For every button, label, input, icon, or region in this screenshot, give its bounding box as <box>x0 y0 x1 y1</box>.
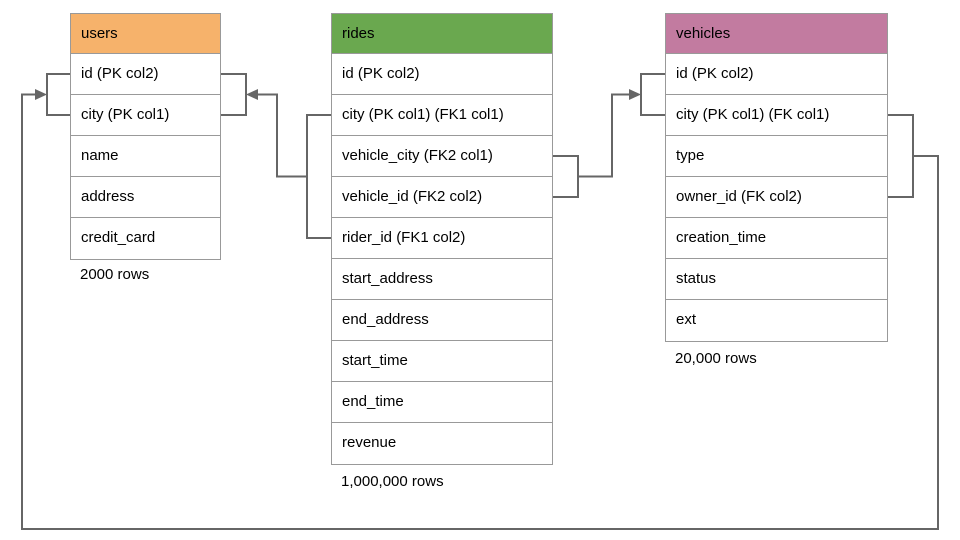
table-row: start_time <box>332 341 552 382</box>
table-row: id (PK col2) <box>71 54 220 95</box>
table-row: type <box>666 136 887 177</box>
fk2-link-line <box>578 93 636 178</box>
table-rides: rides id (PK col2) city (PK col1) (FK1 c… <box>331 13 553 465</box>
row-count-rides: 1,000,000 rows <box>341 473 444 490</box>
table-row: vehicle_id (FK2 col2) <box>332 177 552 218</box>
table-row: revenue <box>332 423 552 464</box>
table-row: creation_time <box>666 218 887 259</box>
fk1-link-line <box>251 93 307 178</box>
table-row: status <box>666 259 887 300</box>
table-users: users id (PK col2) city (PK col1) name a… <box>70 13 221 260</box>
users-right-bracket <box>221 73 247 116</box>
arrowhead-to-vehicles-left <box>629 89 641 100</box>
table-row: credit_card <box>71 218 220 259</box>
table-row: city (PK col1) <box>71 95 220 136</box>
vehicles-right-bracket <box>888 114 914 198</box>
fk2-connector-rides-to-vehicles <box>553 73 665 198</box>
row-count-vehicles: 20,000 rows <box>675 350 757 367</box>
table-row: owner_id (FK col2) <box>666 177 887 218</box>
table-row: city (PK col1) (FK col1) <box>666 95 887 136</box>
table-row: end_time <box>332 382 552 423</box>
rides-right-bracket <box>553 155 579 198</box>
table-row: name <box>71 136 220 177</box>
arrowhead-to-users-right <box>246 89 258 100</box>
table-header-vehicles: vehicles <box>666 14 887 54</box>
table-header-users: users <box>71 14 220 54</box>
table-row: address <box>71 177 220 218</box>
table-vehicles: vehicles id (PK col2) city (PK col1) (FK… <box>665 13 888 342</box>
table-row: vehicle_city (FK2 col1) <box>332 136 552 177</box>
table-header-rides: rides <box>332 14 552 54</box>
table-row: id (PK col2) <box>666 54 887 95</box>
fk1-connector-rides-to-users <box>221 73 331 239</box>
fk-connector-vehicles-to-users <box>21 73 939 530</box>
table-row: id (PK col2) <box>332 54 552 95</box>
users-left-bracket <box>46 73 70 116</box>
fk-link-line <box>21 93 939 530</box>
row-count-users: 2000 rows <box>80 266 150 283</box>
table-row: start_address <box>332 259 552 300</box>
vehicles-left-bracket <box>640 73 665 116</box>
table-row: ext <box>666 300 887 341</box>
rides-left-bracket <box>306 114 331 239</box>
table-row: end_address <box>332 300 552 341</box>
table-row: rider_id (FK1 col2) <box>332 218 552 259</box>
table-row: city (PK col1) (FK1 col1) <box>332 95 552 136</box>
arrowhead-to-users-left <box>35 89 47 100</box>
